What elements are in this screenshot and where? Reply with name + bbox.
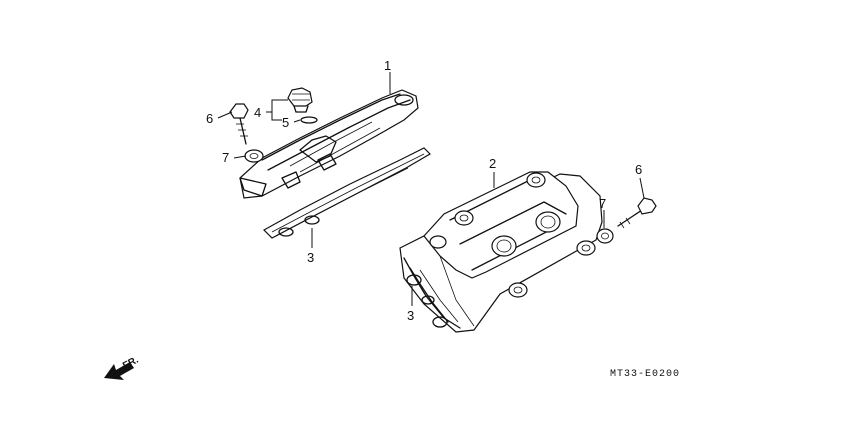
callout-6-right: 6 <box>635 162 642 177</box>
callout-3-left: 3 <box>307 250 314 265</box>
callout-4: 4 <box>254 105 261 120</box>
callout-7-left: 7 <box>222 150 229 165</box>
rear-gasket <box>263 147 431 239</box>
front-direction-arrow: FR. <box>104 355 141 380</box>
front-head-cover <box>399 171 603 333</box>
front-gasket <box>403 257 461 329</box>
washer-right <box>596 228 614 244</box>
drawing-code: MT33-E0200 <box>610 369 680 380</box>
callout-3-right: 3 <box>407 308 414 323</box>
rear-head-cover <box>239 89 419 199</box>
callout-1: 1 <box>384 58 391 73</box>
callout-7-right: 7 <box>599 196 606 211</box>
callout-2: 2 <box>489 156 496 171</box>
oil-filler-cap <box>287 87 313 113</box>
leader-lines <box>217 72 645 306</box>
washer-left <box>244 149 264 163</box>
callout-5: 5 <box>282 115 289 130</box>
cover-bolt-right <box>617 197 657 229</box>
front-label: FR. <box>121 355 141 372</box>
callout-6-left: 6 <box>206 111 213 126</box>
o-ring <box>300 116 318 124</box>
cover-bolt-left <box>229 103 249 145</box>
